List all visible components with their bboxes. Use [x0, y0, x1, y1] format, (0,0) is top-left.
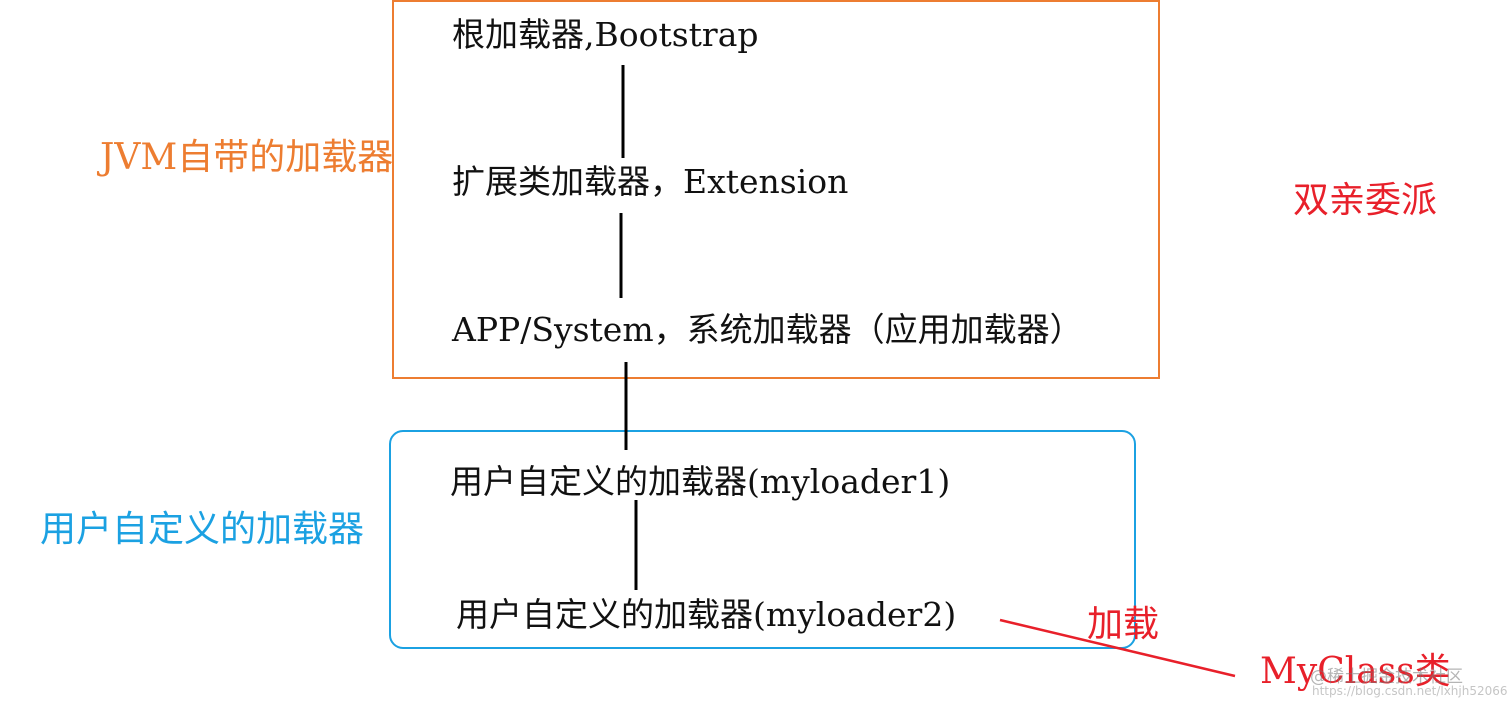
parent-delegation-label: 双亲委派	[1293, 180, 1438, 221]
edge-myloader2-myclass	[999, 618, 1236, 678]
watermark-text: @稀土掘金技术社区	[1310, 667, 1463, 687]
node-app-system-loader: APP/System，系统加载器（应用加载器）	[452, 310, 1083, 349]
load-edge-label: 加载	[1087, 604, 1160, 645]
node-bootstrap-loader: 根加载器,Bootstrap	[452, 15, 759, 54]
node-myloader2: 用户自定义的加载器(myloader2)	[456, 595, 957, 634]
jvm-group-title: JVM自带的加载器	[100, 137, 394, 178]
jvm-loaders-group-box	[392, 0, 1160, 379]
node-myloader1: 用户自定义的加载器(myloader1)	[450, 462, 951, 501]
user-group-title: 用户自定义的加载器	[40, 509, 365, 550]
watermark-url: https://blog.csdn.net/lxhjh52066	[1312, 684, 1508, 698]
node-extension-loader: 扩展类加载器，Extension	[452, 162, 849, 201]
user-loaders-group-box	[389, 430, 1136, 649]
myclass-label: MyClass类	[1260, 651, 1451, 692]
